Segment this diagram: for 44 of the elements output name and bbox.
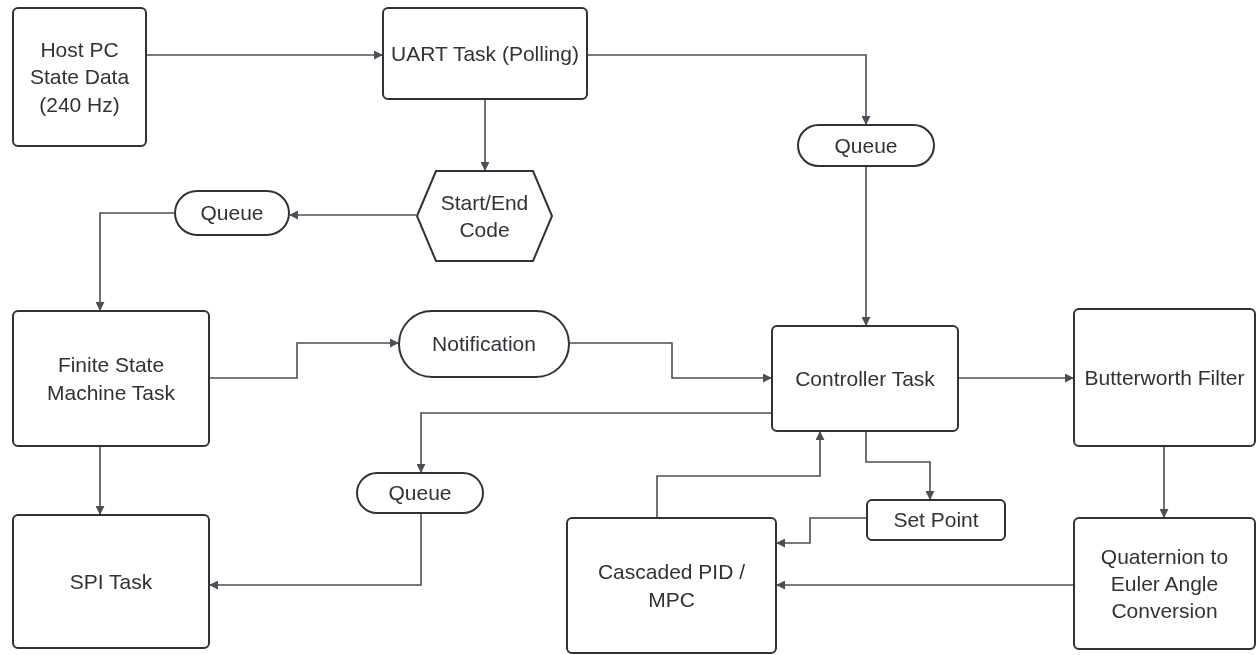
hexagon-node [416,170,553,262]
arrow [958,373,1074,383]
node-label: Start/End Code [439,189,530,243]
arrow [95,446,105,515]
node-label: Queue [833,132,899,159]
arrow [480,99,490,171]
node-label: Controller Task [794,365,936,392]
node-label: Cascaded PID / MPC [596,559,747,613]
arrow [865,431,935,500]
queue-pill [356,472,484,514]
arrow [656,431,825,518]
arrow [209,338,399,379]
node-label: Host PC State Data (240 Hz) [28,37,131,118]
arrow [861,166,871,326]
queue-pill [174,190,290,236]
process-box [566,517,777,654]
process-box [12,310,210,447]
arrow [95,212,175,311]
process-box [1073,517,1256,650]
arrow [1159,446,1169,518]
arrow [289,210,417,220]
process-box [12,7,147,147]
node-label: Set Point [892,507,980,534]
process-box [12,514,210,649]
arrow [587,54,871,125]
arrow [776,580,1074,590]
node-label: Quaternion to Euler Angle Conversion [1099,543,1230,625]
node-label: Butterworth Filter [1083,364,1246,391]
node-label: Notification [431,331,537,358]
arrow [569,342,772,383]
node-label: Queue [199,200,265,227]
process-box [382,7,588,100]
process-box [866,499,1006,541]
queue-pill [797,124,935,167]
node-label: SPI Task [68,568,154,595]
arrow [416,412,772,473]
node-label: Finite State Machine Task [46,352,176,406]
arrow [776,517,867,548]
process-box [1073,308,1256,447]
node-label: UART Task (Polling) [390,40,580,67]
process-box [771,325,959,432]
arrow [146,50,383,60]
node-label: Queue [387,480,453,507]
arrow [209,513,422,590]
